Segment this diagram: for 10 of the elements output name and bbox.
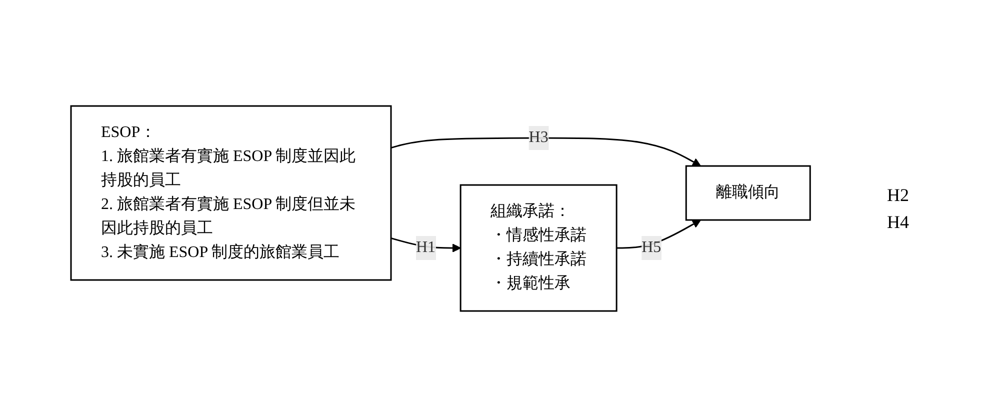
hypothesis-label: H4 (887, 212, 910, 232)
arrow (390, 137, 701, 166)
node-box: 組織承諾： ・情感性承諾 ・持續性承諾 ・規範性承 (460, 184, 618, 312)
arrow (390, 237, 461, 252)
hypothesis-label: H2 (887, 184, 910, 206)
edge-label: H1 (416, 239, 436, 256)
edge-label: H5 (642, 239, 662, 256)
node-box: ESOP： 1. 旅館業者有實施 ESOP 制度並因此持股的員工 2. 旅館業者有實施 ESOP 制度但並未因此持股的員工 3. 未實施 ESOP 制度的旅館業員工 (70, 105, 392, 281)
edge-label: H3 (528, 129, 548, 146)
node-box: 離職傾向 (685, 165, 811, 221)
